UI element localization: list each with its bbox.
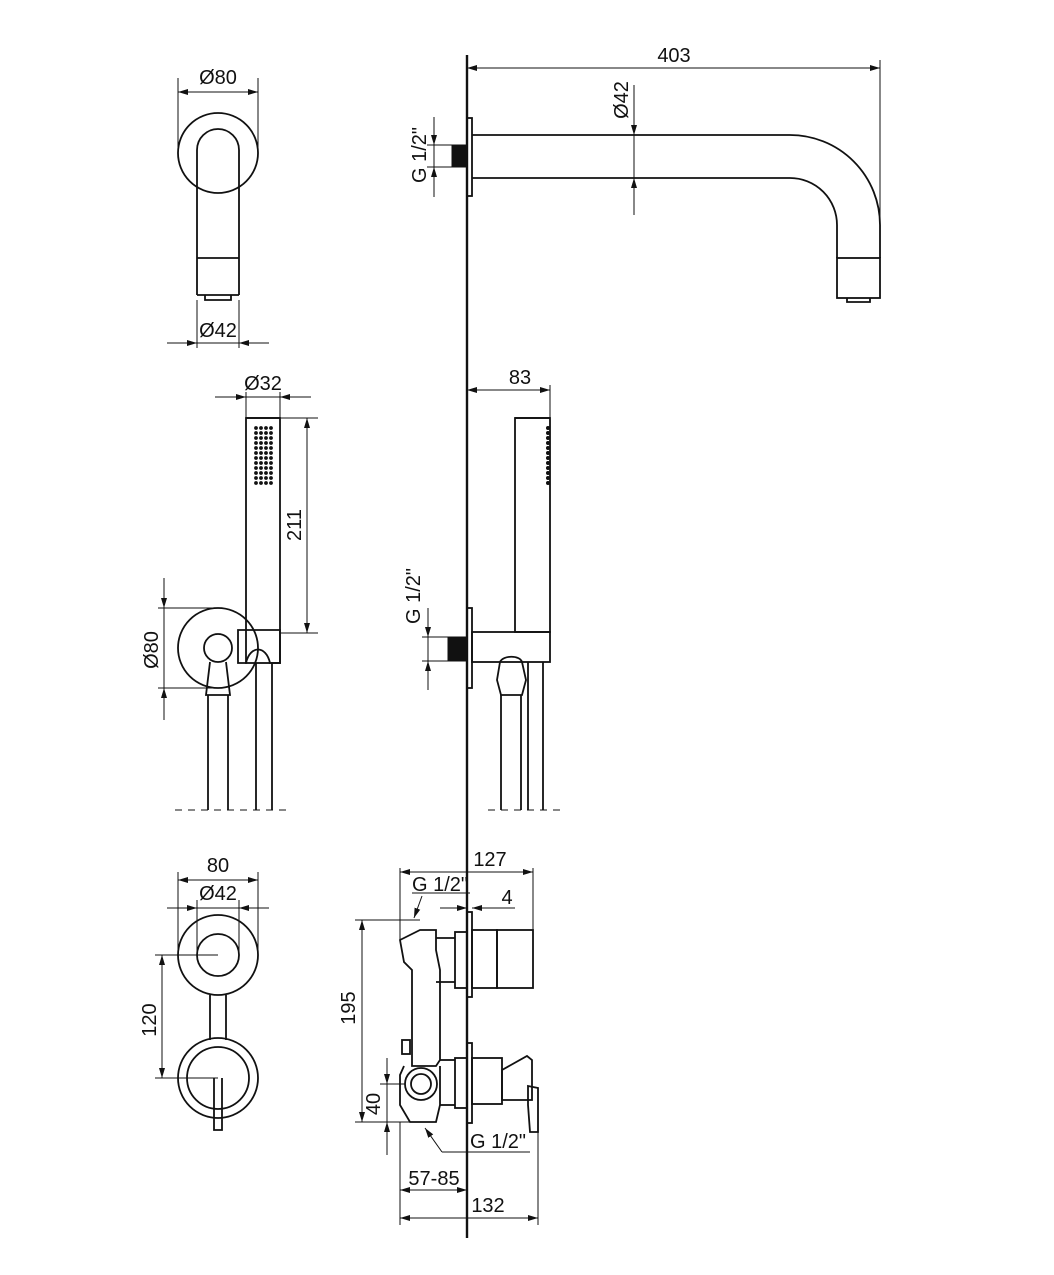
spout-side-view: 403 Ø42 G 1/2" [409,45,881,303]
nozzle-dot [259,476,263,480]
nozzle-dot [269,441,273,445]
nozzle-dot [254,466,258,470]
nozzle-dot [546,471,550,475]
nozzle-dot [264,436,268,440]
mixer-install-depth: 57-85 [408,1168,459,1190]
nozzle-column [546,426,550,485]
holder-thread: G 1/2" [403,568,425,624]
nozzle-dot [254,441,258,445]
nozzle-dot [264,476,268,480]
spout-thread: G 1/2" [409,127,431,183]
mixer-body-depth: 132 [471,1195,504,1217]
nozzle-dot [264,426,268,430]
nozzle-dot [259,466,263,470]
nozzle-dot [254,446,258,450]
nozzle-dot [269,451,273,455]
nozzle-grid [254,426,273,485]
spout-front-view: Ø80 Ø42 [167,67,269,348]
nozzle-dot [259,426,263,430]
nozzle-dot [259,441,263,445]
nozzle-dot [254,431,258,435]
mixer-thread-bottom: G 1/2" [470,1131,526,1153]
nozzle-dot [264,451,268,455]
mixer-thread-top: G 1/2" [412,874,468,896]
nozzle-dot [254,436,258,440]
nozzle-dot [269,466,273,470]
nozzle-dot [269,456,273,460]
nozzle-dot [269,431,273,435]
nozzle-dot [546,436,550,440]
handshower-length: 211 [284,509,306,541]
mixer-front-inner-diameter: Ø42 [199,883,237,905]
nozzle-dot [259,431,263,435]
nozzle-dot [264,456,268,460]
nozzle-dot [546,476,550,480]
handshower-diameter: Ø32 [244,373,282,395]
nozzle-dot [269,471,273,475]
nozzle-dot [264,446,268,450]
nozzle-dot [259,446,263,450]
nozzle-dot [269,476,273,480]
nozzle-dot [269,426,273,430]
nozzle-dot [269,446,273,450]
nozzle-dot [254,461,258,465]
nozzle-dot [254,476,258,480]
nozzle-dot [259,451,263,455]
nozzle-dot [254,456,258,460]
mixer-front-view: 80 Ø42 120 [139,855,269,1131]
handshower-side-view: 83 G 1/2" [403,367,565,811]
nozzle-dot [546,466,550,470]
nozzle-dot [259,471,263,475]
nozzle-dot [254,471,258,475]
nozzle-dot [546,451,550,455]
holder-projection: 83 [509,367,531,389]
nozzle-dot [546,481,550,485]
mixer-depth-total: 127 [473,849,506,871]
nozzle-dot [546,461,550,465]
nozzle-dot [546,426,550,430]
nozzle-dot [269,436,273,440]
mixer-bottom-offset: 40 [363,1093,385,1115]
nozzle-dot [546,446,550,450]
nozzle-dot [264,471,268,475]
handshower-front-view: Ø32 211 Ø80 [141,373,318,811]
spout-length: 403 [657,45,690,67]
nozzle-dot [269,461,273,465]
nozzle-dot [254,451,258,455]
nozzle-dot [259,456,263,460]
mixer-axis-distance: 120 [139,1003,161,1036]
nozzle-dot [546,431,550,435]
nozzle-dot [254,426,258,430]
spout-side-pipe-diameter: Ø42 [611,81,633,119]
mixer-plate-thickness: 4 [501,887,512,909]
spout-front-pipe-diameter: Ø42 [199,320,237,342]
nozzle-dot [264,461,268,465]
nozzle-dot [259,461,263,465]
mixer-side-view: 127 G 1/2" 4 195 40 G 1/2" 57-85 132 [338,849,539,1225]
mixer-height: 195 [338,991,360,1024]
spout-front-outer-diameter: Ø80 [199,67,237,89]
holder-rosette-diameter: Ø80 [141,631,163,669]
nozzle-dot [254,481,258,485]
nozzle-dot [546,456,550,460]
nozzle-dot [264,441,268,445]
nozzle-dot [269,481,273,485]
nozzle-dot [264,431,268,435]
mixer-front-width: 80 [207,855,229,877]
nozzle-dot [546,441,550,445]
nozzle-dot [264,466,268,470]
nozzle-dot [264,481,268,485]
nozzle-dot [259,436,263,440]
nozzle-dot [259,481,263,485]
